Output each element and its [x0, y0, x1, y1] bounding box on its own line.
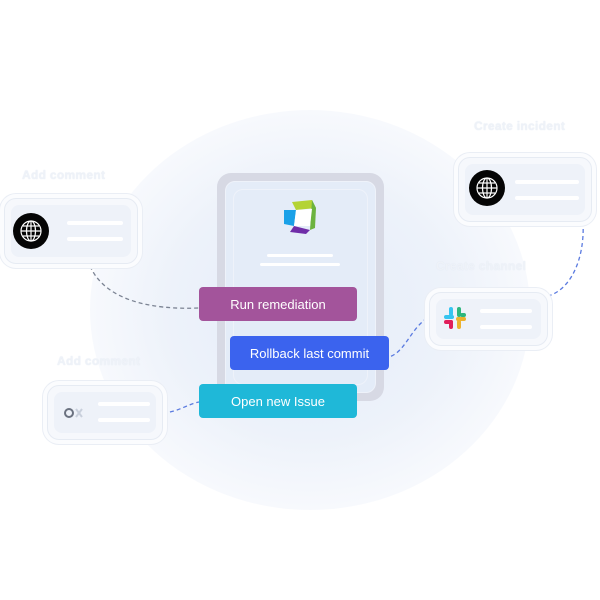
rollback-last-commit-button[interactable]: Rollback last commit	[230, 336, 389, 370]
node-card-add-comment[interactable]	[4, 198, 138, 264]
node-label-create-incident: Create incident	[474, 119, 566, 133]
connector-bottom-left	[162, 401, 200, 414]
slack-icon	[444, 307, 466, 329]
app-logo-icon	[284, 200, 316, 234]
globe-icon	[13, 213, 49, 249]
connector-top-left	[89, 265, 200, 309]
node-card-create-channel[interactable]	[429, 292, 548, 346]
node-label-add-comment: Add comment	[22, 168, 106, 182]
open-new-issue-button[interactable]: Open new Issue	[199, 384, 357, 418]
run-remediation-button[interactable]: Run remediation	[199, 287, 357, 321]
globe-icon	[469, 170, 505, 206]
node-label-add-comment-2: Add comment	[57, 354, 141, 368]
node-card-add-comment-2[interactable]	[47, 385, 163, 440]
node-card-create-incident[interactable]	[458, 157, 592, 222]
node-label-create-channel: Create channel	[436, 259, 527, 273]
connector-slack	[388, 317, 428, 358]
connector-top-right	[547, 221, 584, 297]
github-icon	[64, 408, 83, 418]
